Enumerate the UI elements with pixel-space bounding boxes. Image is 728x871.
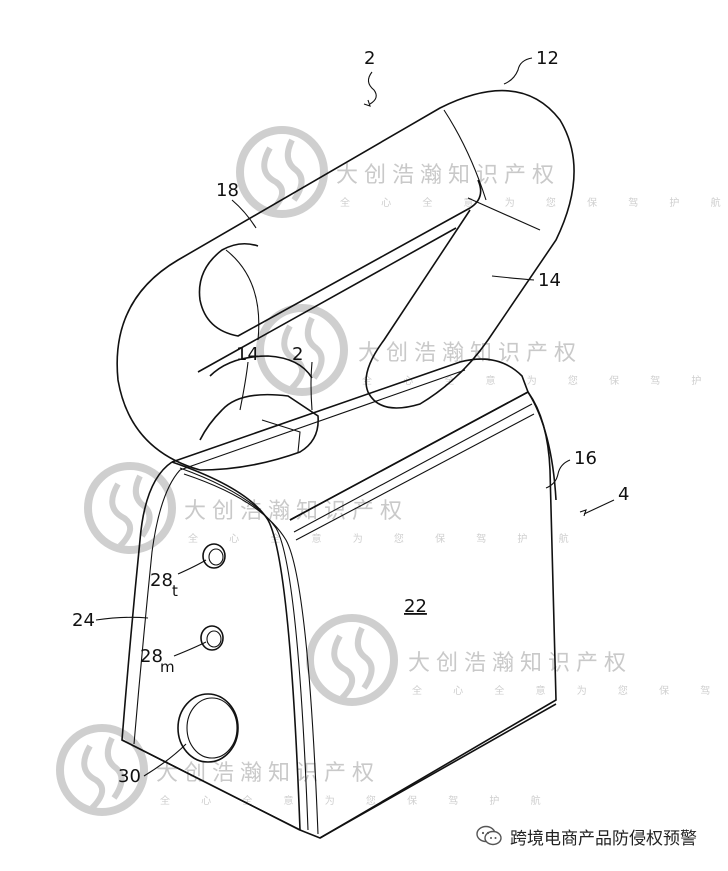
watermark-1: 大创浩瀚知识产权 全 心 全 意 为 您 保 驾 护 航: [236, 126, 728, 218]
watermark-4: 大创浩瀚知识产权 全 心 全 意 为 您 保 驾 护 航: [306, 614, 728, 706]
watermark-3: 大创浩瀚知识产权 全 心 全 意 为 您 保 驾 护 航: [84, 462, 583, 554]
label-button-t-sub: t: [172, 582, 178, 600]
label-assembly: 2: [364, 48, 375, 69]
watermark-subtext: 全 心 全 意 为 您 保 驾 护 航: [188, 532, 583, 545]
label-duct-left: 14: [236, 344, 259, 365]
label-button-t: 28: [150, 570, 173, 591]
control-dial[interactable]: [177, 693, 239, 763]
watermark-subtext: 全 心 全 意 为 您 保 驾 护 航: [412, 684, 728, 697]
watermark-text: 大创浩瀚知识产权: [156, 761, 380, 786]
label-seam: 16: [574, 448, 597, 469]
watermark-text: 大创浩瀚知识产权: [408, 651, 632, 676]
watermark-2: 大创浩瀚知识产权 全 心 全 意 为 您 保 驾 护 航: [256, 304, 728, 396]
leader-lines: [95, 57, 615, 777]
reference-labels: 2 12 18 14 14 2 16 4 22 24 28 t 28 m 30: [72, 48, 629, 787]
footer-account-name: 跨境电商产品防侵权预警: [510, 828, 697, 849]
watermark-group: 大创浩瀚知识产权 全 心 全 意 为 您 保 驾 护 航 大创浩瀚知识产权 全 …: [56, 126, 728, 816]
control-button-t[interactable]: [202, 543, 226, 569]
label-dial: 30: [118, 766, 141, 787]
label-button-m: 28: [140, 646, 163, 667]
label-base: 4: [618, 484, 629, 505]
label-slot: 2: [292, 344, 303, 365]
watermark-subtext: 全 心 全 意 为 您 保 驾 护 航: [160, 794, 555, 807]
watermark-subtext: 全 心 全 意 为 您 保 驾 护 航: [362, 374, 728, 387]
control-button-m[interactable]: [200, 625, 224, 651]
watermark-text: 大创浩瀚知识产权: [358, 341, 582, 366]
label-button-m-sub: m: [160, 658, 175, 676]
watermark-text: 大创浩瀚知识产权: [184, 499, 408, 524]
nozzle-loop: [116, 89, 575, 471]
watermark-5: 大创浩瀚知识产权 全 心 全 意 为 您 保 驾 护 航: [56, 724, 555, 816]
watermark-text: 大创浩瀚知识产权: [336, 163, 560, 188]
label-duct-right: 14: [538, 270, 561, 291]
label-nozzle: 12: [536, 48, 559, 69]
footer-account: 跨境电商产品防侵权预警: [476, 823, 697, 849]
base-body: [121, 358, 557, 839]
watermark-subtext: 全 心 全 意 为 您 保 驾 护 航: [340, 196, 728, 209]
label-front-face: 22: [404, 596, 427, 617]
wechat-icon: [476, 825, 502, 847]
label-duct-top: 18: [216, 180, 239, 201]
label-side-face: 24: [72, 610, 95, 631]
